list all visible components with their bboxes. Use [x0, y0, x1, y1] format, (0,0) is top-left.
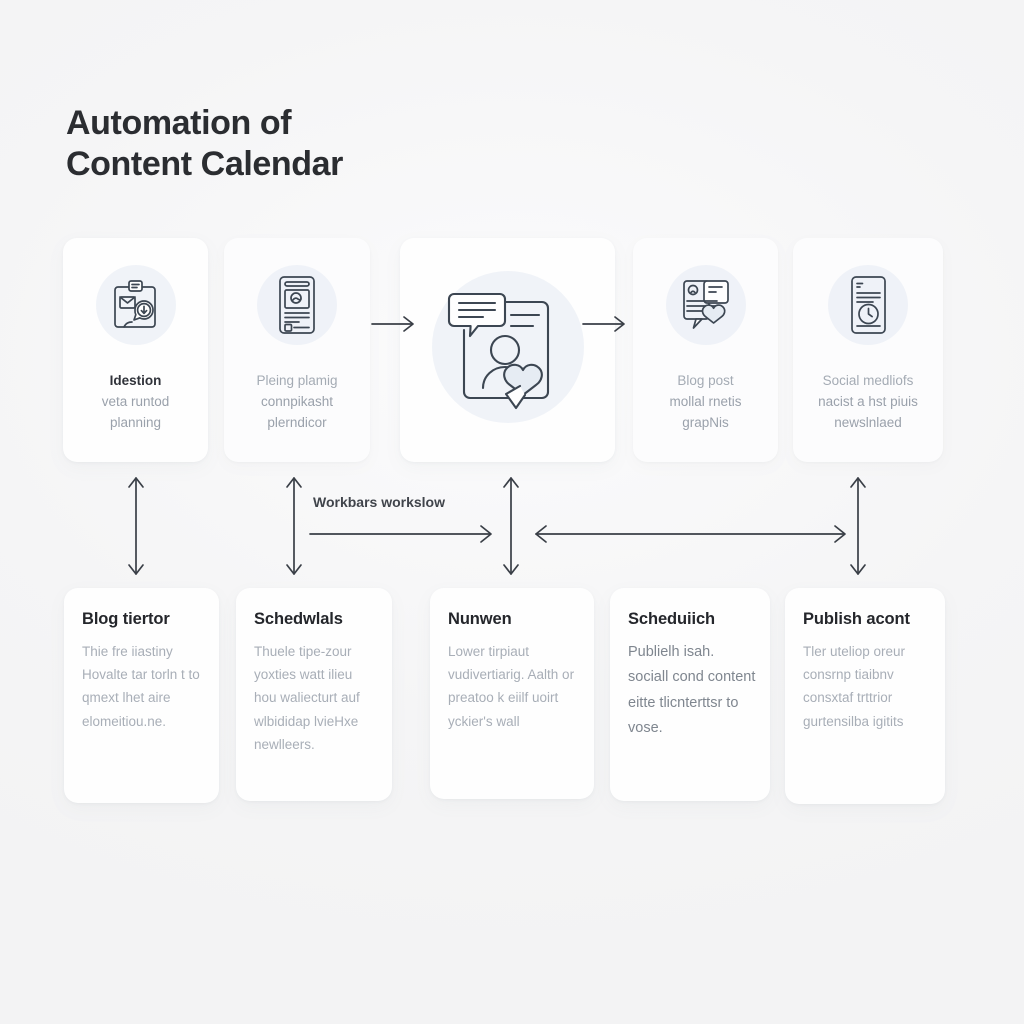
link-social-to-publish: [850, 477, 866, 575]
page-title-line-2: Content Calendar: [66, 145, 343, 184]
detail-card-body: Tler uteliop oreur consrnp tiaibnv consx…: [803, 644, 906, 729]
detail-card-schedule-list[interactable]: Schedwlals Thuele tipe-zour yoxties watt…: [236, 588, 392, 801]
detail-card-blog-editor[interactable]: Blog tiertor Thie fre iiastiny Hovalte t…: [64, 588, 219, 803]
pipeline-card-label: Blog post mollal rnetis grapNis: [639, 371, 772, 434]
detail-card-title: Publish acont: [803, 610, 910, 628]
pipeline-card-content-planning[interactable]: Pleing plamig connpikasht plerndicor: [224, 238, 370, 462]
pipeline-card-body-line-2: grapNis: [682, 414, 729, 430]
pipeline-card-body-line-1: veta runtod: [101, 393, 170, 409]
arrow-workflow-forward: [309, 525, 492, 543]
pipeline-card-label: Pleing plamig connpikasht plerndicor: [230, 371, 364, 434]
workflow-label-text: Workbars workslow: [313, 494, 446, 510]
pipeline-card-body-line-2: plerndicor: [267, 414, 327, 430]
detail-card-body: Publielh isah. sociall cond content eitt…: [628, 644, 756, 737]
workflow-label: Workbars workslow: [313, 494, 445, 510]
arrow-feedback-loop: [535, 525, 846, 543]
pipeline-card-body-line-1: connpikasht: [260, 393, 334, 409]
detail-card-title: Schedwlals: [254, 610, 343, 628]
pipeline-card-body-line-2: planning: [109, 414, 162, 430]
detail-card-review[interactable]: Nunwen Lower tirpiaut vudivertiarig. Aal…: [430, 588, 594, 799]
detail-card-title: Scheduiich: [628, 610, 716, 628]
link-ideation-to-blog-editor: [128, 477, 144, 575]
pipeline-card-body-line-1: nacist a hst piuis: [818, 393, 918, 409]
detail-card-title: Nunwen: [448, 610, 512, 628]
pipeline-card-label: Idestion veta runtod planning: [69, 371, 202, 434]
detail-card-title: Blog tiertor: [82, 610, 170, 628]
pipeline-card-label: Social medliofs nacist a hst piuis newsl…: [799, 371, 937, 434]
detail-card-body: Lower tirpiaut vudivertiarig. Aalth or p…: [448, 644, 575, 729]
detail-card-schedule-publish[interactable]: Scheduiich Publielh isah. sociall cond c…: [610, 588, 770, 801]
page-title: Automation of Content Calendar: [66, 103, 586, 186]
pipeline-card-blog-post[interactable]: Blog post mollal rnetis grapNis: [633, 238, 778, 462]
pipeline-card-heading: Pleing plamig: [256, 373, 338, 388]
pipeline-card-heading: Blog post: [677, 373, 734, 388]
pipeline-card-heading: Social medliofs: [822, 373, 914, 388]
detail-card-publish-account[interactable]: Publish acont Tler uteliop oreur consrnp…: [785, 588, 945, 804]
detail-card-body: Thuele tipe-zour yoxties watt ilieu hou …: [254, 644, 360, 752]
pipeline-card-ideation[interactable]: Idestion veta runtod planning: [63, 238, 208, 462]
icon-halo: [257, 265, 337, 345]
pipeline-card-social-media[interactable]: Social medliofs nacist a hst piuis newsl…: [793, 238, 943, 462]
pipeline-card-heading: Idestion: [109, 373, 162, 388]
article-card-heart-icon: [676, 276, 736, 339]
clipboard-envelope-clock-icon: [106, 276, 166, 341]
pipeline-card-body-line-1: mollal rnetis: [669, 393, 742, 409]
pipeline-card-body-line-2: newslnlaed: [834, 414, 902, 430]
document-image-lines-icon: [269, 274, 325, 341]
detail-card-body: Thie fre iiastiny Hovalte tar torln t to…: [82, 644, 200, 729]
link-planning-to-schedule: [286, 477, 302, 575]
page-title-line-1: Automation of: [66, 104, 292, 142]
document-comment-user-heart-icon: [442, 286, 574, 419]
pipeline-card-creation-hub[interactable]: [400, 238, 615, 462]
link-hub-to-review: [503, 477, 519, 575]
document-clock-icon: [841, 274, 895, 341]
